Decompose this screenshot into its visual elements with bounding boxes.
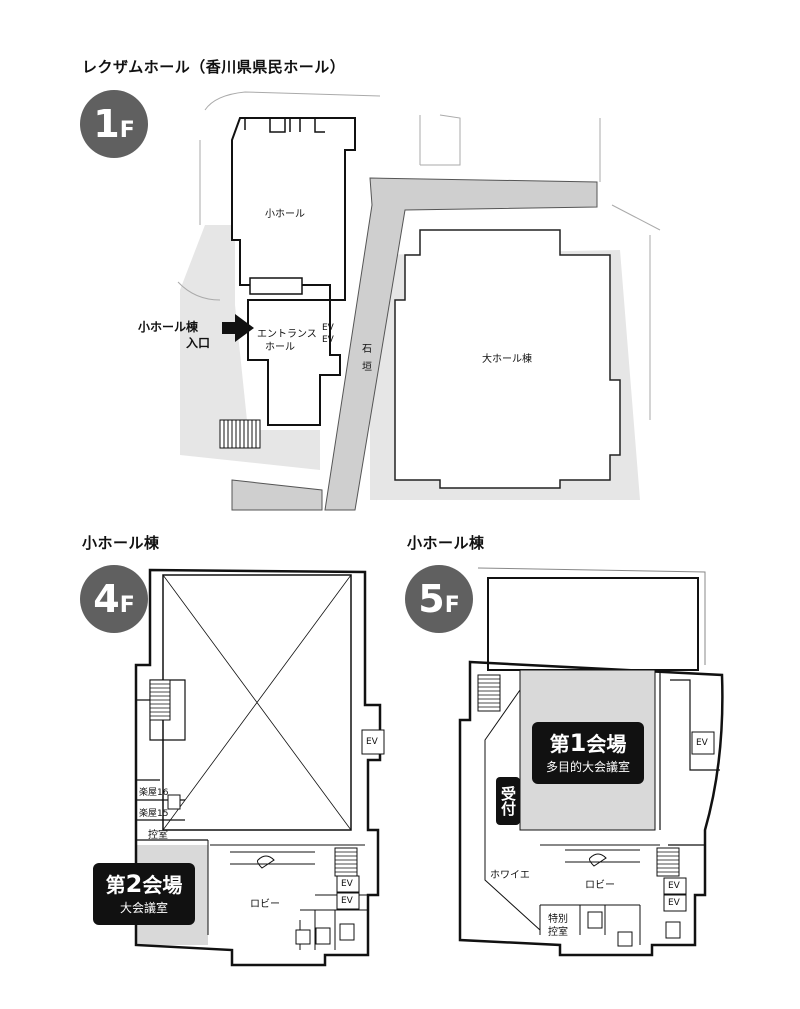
- label-waiting-room: 控室: [148, 830, 168, 841]
- label-large-hall: 大ホール棟: [482, 354, 532, 365]
- map5-accessible-icon: [617, 931, 633, 947]
- floor-badge-1f: 1F: [80, 90, 148, 158]
- label-special-waiting-2: 控室: [548, 927, 568, 938]
- label-special-waiting-1: 特別: [548, 914, 568, 925]
- label-4f-ev-a: EV: [366, 737, 378, 747]
- floor5-heading: 小ホール棟: [407, 534, 485, 552]
- venue-1-callout: 第1会場 多目的大会議室: [532, 722, 644, 784]
- venue-1-sub: 多目的大会議室: [545, 760, 630, 774]
- map4-ev-box-c: [336, 892, 360, 910]
- label-green-room-15: 楽屋15: [139, 809, 169, 819]
- map4-toilet-icon-1: [315, 927, 331, 945]
- map5-lobby-lines: [539, 844, 660, 945]
- map1-large-hall-outline: [394, 229, 621, 489]
- venue-1-title-post: 会場: [586, 732, 627, 756]
- label-4f-ev-b: EV: [341, 879, 353, 889]
- label-1f-ev-1: EV: [322, 323, 334, 333]
- map4-toilet-icon-3: [167, 794, 181, 810]
- map4-escalator: [257, 855, 275, 869]
- label-5f-ev-b: EV: [668, 881, 680, 891]
- map5-toilet-icon-1: [587, 911, 603, 929]
- venue-2-title-pre: 第: [105, 873, 126, 897]
- label-entrance-hall-1: エントランス: [257, 329, 317, 340]
- venue-1-title: 第1会場: [532, 728, 644, 757]
- map5-ev-box-b: [663, 877, 687, 895]
- label-foyer: ホワイエ: [490, 870, 530, 881]
- map4-accessible-icon: [295, 929, 311, 945]
- map1-toilet-block: [249, 277, 303, 295]
- map5-thin-boundary: [477, 567, 706, 665]
- venue-2-title-post: 会場: [142, 873, 183, 897]
- venue-2-title-num: 2: [125, 870, 143, 898]
- label-entrance-line1: 小ホール棟: [138, 320, 199, 334]
- venue-1-title-num: 1: [569, 729, 587, 757]
- label-4f-lobby: ロビー: [250, 899, 280, 910]
- map5-right-rooms: [659, 670, 720, 846]
- venue-2-title: 第2会場: [93, 869, 195, 898]
- map4-ev-box-b: [336, 875, 360, 893]
- label-1f-ev-2: EV: [322, 335, 334, 345]
- map5-foyer-wall: [484, 689, 541, 931]
- badge-5f-number: 5: [418, 577, 445, 621]
- map5-toilet-icon-2: [665, 921, 681, 939]
- map1-top-details: [244, 118, 325, 133]
- badge-1f-letter: F: [119, 118, 135, 143]
- map1-entrance-arrow: [222, 314, 254, 342]
- badge-5f-letter: F: [444, 593, 460, 618]
- map4-toilet-icon-2: [339, 923, 355, 941]
- map1-entrance-area: [247, 299, 341, 426]
- page-title: レクザムホール（香川県県民ホール）: [82, 58, 346, 76]
- badge-1f-number: 1: [93, 102, 120, 146]
- label-5f-ev-a: EV: [696, 738, 708, 748]
- label-stone-wall-1: 石: [362, 344, 372, 355]
- map5-ev-box-a: [691, 731, 715, 755]
- label-entrance-hall-2: ホール: [265, 342, 295, 353]
- venue-2-callout: 第2会場 大会議室: [93, 863, 195, 925]
- map5-escalator: [589, 853, 607, 867]
- map1-stairs: [219, 419, 261, 449]
- map1-boundary: [177, 91, 661, 420]
- map4-ev-box-a: [361, 729, 385, 755]
- floor4-heading: 小ホール棟: [82, 534, 160, 552]
- map5-top-room: [487, 577, 699, 671]
- map4-hall-x: [162, 574, 352, 831]
- reception-label: 受付: [496, 777, 520, 825]
- map1-stone-wall: [324, 177, 598, 511]
- map1-ground-left: [180, 225, 320, 470]
- map5-stairs-left: [477, 674, 501, 712]
- map4-stairs-left: [149, 679, 171, 721]
- map5-stairs-right: [656, 847, 680, 877]
- map1-road-block: [231, 479, 323, 511]
- floor-badge-5f: 5F: [405, 565, 473, 633]
- label-4f-ev-c: EV: [341, 896, 353, 906]
- label-small-hall: 小ホール: [265, 209, 305, 220]
- label-5f-lobby: ロビー: [585, 880, 615, 891]
- label-5f-ev-c: EV: [668, 898, 680, 908]
- badge-4f-number: 4: [93, 577, 120, 621]
- label-green-room-16: 楽屋16: [139, 788, 169, 798]
- map1-small-hall-outline: [231, 117, 356, 301]
- label-entrance-line2: 入口: [186, 336, 211, 350]
- map5-building-outline: [458, 660, 724, 957]
- floor-badge-4f: 4F: [80, 565, 148, 633]
- badge-4f-letter: F: [119, 593, 135, 618]
- venue-1-title-pre: 第: [549, 732, 570, 756]
- venue-2-sub: 大会議室: [119, 901, 168, 915]
- map5-ev-box-c: [663, 894, 687, 912]
- label-stone-wall-2: 垣: [362, 362, 372, 373]
